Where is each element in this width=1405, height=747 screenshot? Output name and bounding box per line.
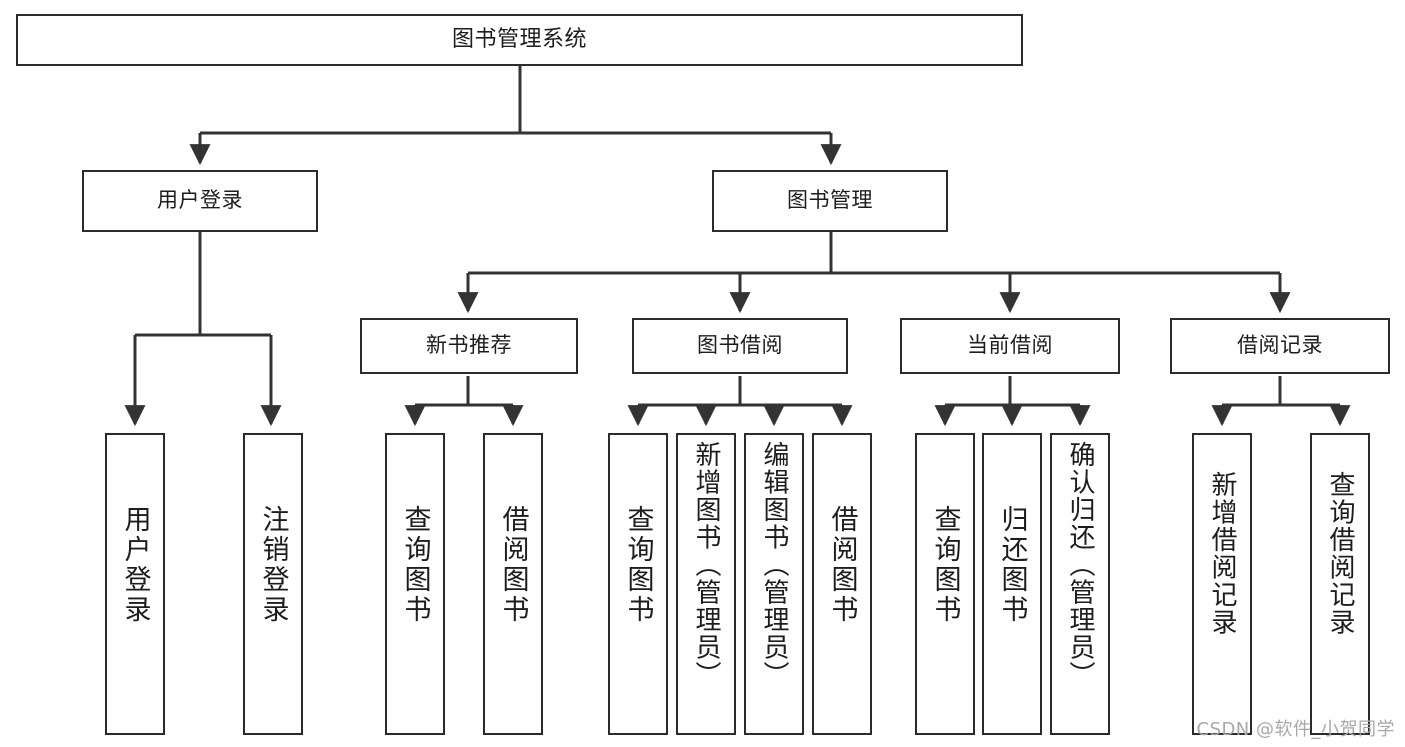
node-label: 用户登录	[157, 188, 243, 213]
node-book-management[interactable]: 图书管理	[712, 170, 948, 232]
node-label: 借阅记录	[1237, 333, 1323, 358]
node-current-borrow[interactable]: 当前借阅	[900, 318, 1120, 374]
leaf-query-book-current[interactable]: 查询图书	[915, 433, 975, 735]
node-label: 查询图书	[399, 505, 431, 625]
watermark-text: CSDN @软件_小贺同学	[1196, 719, 1395, 740]
node-label: 查询图书	[622, 505, 654, 625]
leaf-return-book[interactable]: 归还图书	[982, 433, 1042, 735]
node-label: 图书管理	[787, 188, 873, 213]
node-label: 查询图书	[929, 505, 961, 625]
node-label: 新增图书（管理员）	[691, 441, 721, 689]
node-label: 用户登录	[119, 505, 151, 625]
leaf-add-borrow-record[interactable]: 新增借阅记录	[1192, 433, 1252, 735]
node-root-book-management-system[interactable]: 图书管理系统	[16, 14, 1023, 66]
leaf-query-borrow-record[interactable]: 查询借阅记录	[1310, 433, 1370, 735]
node-label: 借阅图书	[497, 505, 529, 625]
node-user-login[interactable]: 用户登录	[82, 170, 318, 232]
leaf-query-book-recommend[interactable]: 查询图书	[385, 433, 445, 735]
leaf-query-book-borrow[interactable]: 查询图书	[608, 433, 668, 735]
leaf-edit-book-admin[interactable]: 编辑图书（管理员）	[744, 433, 804, 735]
node-label: 确认归还（管理员）	[1065, 441, 1095, 689]
leaf-borrow-book-recommend[interactable]: 借阅图书	[483, 433, 543, 735]
node-label: 当前借阅	[967, 333, 1053, 358]
node-label: 归还图书	[996, 505, 1028, 625]
node-label: 借阅图书	[826, 505, 858, 625]
node-new-book-recommend[interactable]: 新书推荐	[360, 318, 578, 374]
node-label: 图书管理系统	[451, 26, 587, 52]
node-label: 注销登录	[257, 505, 289, 625]
node-book-borrow[interactable]: 图书借阅	[632, 318, 848, 374]
node-label: 新书推荐	[426, 333, 512, 358]
leaf-logout[interactable]: 注销登录	[243, 433, 303, 735]
node-label: 查询借阅记录	[1325, 471, 1355, 636]
leaf-add-book-admin[interactable]: 新增图书（管理员）	[676, 433, 736, 735]
node-label: 新增借阅记录	[1207, 471, 1237, 636]
node-label: 图书借阅	[697, 333, 783, 358]
leaf-confirm-return-admin[interactable]: 确认归还（管理员）	[1050, 433, 1110, 735]
leaf-borrow-book[interactable]: 借阅图书	[812, 433, 872, 735]
leaf-user-login[interactable]: 用户登录	[105, 433, 165, 735]
node-label: 编辑图书（管理员）	[759, 441, 789, 689]
node-borrow-record[interactable]: 借阅记录	[1170, 318, 1390, 374]
